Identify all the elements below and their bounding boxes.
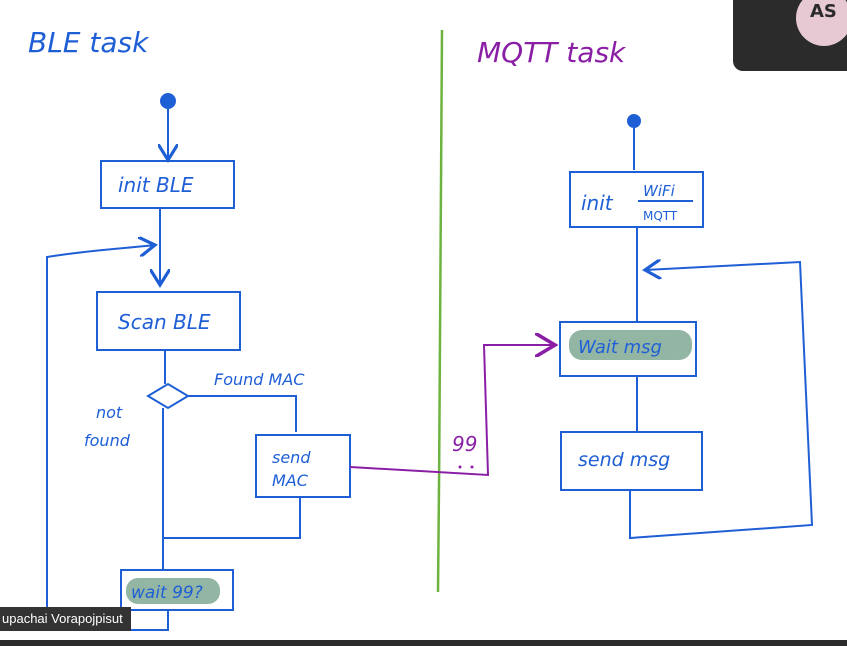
wifi-label: WiFi xyxy=(643,182,676,200)
ble-task-title: BLE task xyxy=(28,26,150,59)
participant-name-label: upachai Vorapojpisut xyxy=(0,607,131,631)
mqtt-start-node xyxy=(627,114,641,128)
wait-highlight xyxy=(126,578,220,604)
queue-label: 99 xyxy=(452,432,477,456)
init-ble-box xyxy=(100,160,235,209)
message-connector xyxy=(349,345,555,477)
queue-dot-1 xyxy=(458,465,462,469)
mqtt-flow xyxy=(559,114,814,540)
not-found-label-1: not xyxy=(96,403,123,422)
task-divider xyxy=(436,29,444,593)
found-mac-decision xyxy=(146,382,190,410)
mqtt-task-title: MQTT task xyxy=(477,36,627,69)
wait-msg-highlight xyxy=(569,330,692,360)
not-found-label-2: found xyxy=(84,431,131,450)
send-mac-box xyxy=(255,434,351,498)
send-msg-box xyxy=(560,431,703,491)
wait-msg-box xyxy=(559,321,697,377)
scan-ble-label: Scan BLE xyxy=(118,310,211,334)
wait-label: wait 99? xyxy=(131,583,203,603)
send-msg-label: send msg xyxy=(578,449,670,471)
init-wifi-label: init xyxy=(581,191,614,215)
wait-msg-label: Wait msg xyxy=(578,337,662,358)
wait-box xyxy=(120,569,234,611)
bottom-bar xyxy=(0,640,847,646)
scan-ble-box xyxy=(96,291,241,351)
ble-start-node xyxy=(160,93,176,109)
send-mac-label-1: send xyxy=(272,448,311,467)
queue-dot-2 xyxy=(470,465,474,469)
participant-avatar[interactable]: AS xyxy=(796,0,847,46)
mqtt-label: MQTT xyxy=(643,209,678,223)
send-mac-label-2: MAC xyxy=(272,471,309,490)
found-mac-label: Found MAC xyxy=(214,370,305,389)
init-ble-label: init BLE xyxy=(118,173,194,197)
ble-flow xyxy=(46,93,351,631)
